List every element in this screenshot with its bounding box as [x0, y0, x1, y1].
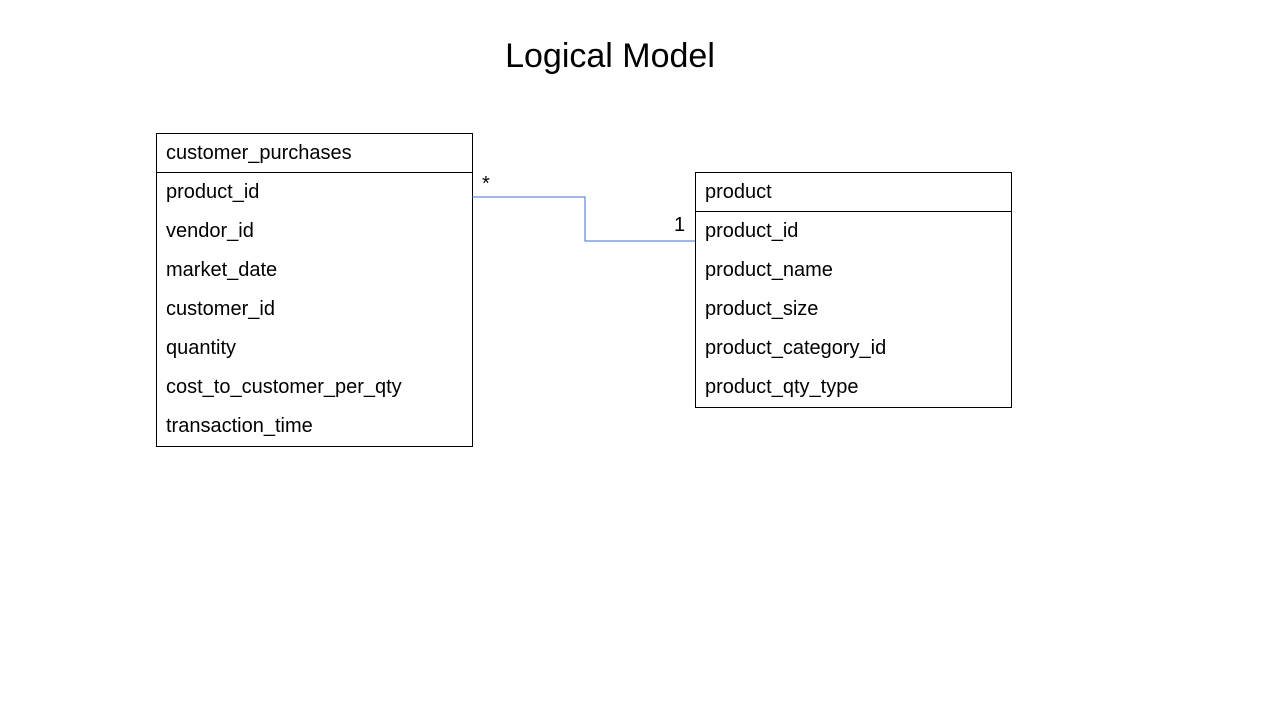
attribute-item: vendor_id [166, 220, 254, 242]
attribute-item: cost_to_customer_per_qty [166, 376, 402, 398]
attribute-item: customer_id [166, 298, 275, 320]
attribute-item: product_category_id [705, 337, 887, 359]
attribute-item: product_id [705, 220, 799, 242]
entity-customer-purchases: customer_purchases product_id vendor_id … [156, 133, 473, 447]
diagram-title: Logical Model [505, 37, 715, 75]
attribute-list: product_id product_name product_size pro… [696, 212, 1011, 407]
multiplicity-one-label: 1 [674, 214, 686, 236]
attribute-item: product_name [705, 259, 833, 281]
attribute-item: product_size [705, 298, 819, 320]
entity-header: product [696, 173, 1011, 212]
entity-product: product product_id product_name product_… [695, 172, 1012, 408]
attribute-item: market_date [166, 259, 278, 281]
attribute-item: transaction_time [166, 415, 313, 437]
attribute-item: product_qty_type [705, 376, 859, 398]
attribute-list: product_id vendor_id market_date custome… [157, 173, 472, 446]
multiplicity-many-label: * [482, 173, 490, 195]
relationship-line [472, 196, 695, 242]
attribute-item: quantity [166, 337, 237, 359]
entity-header: customer_purchases [157, 134, 472, 173]
attribute-item: product_id [166, 181, 260, 203]
